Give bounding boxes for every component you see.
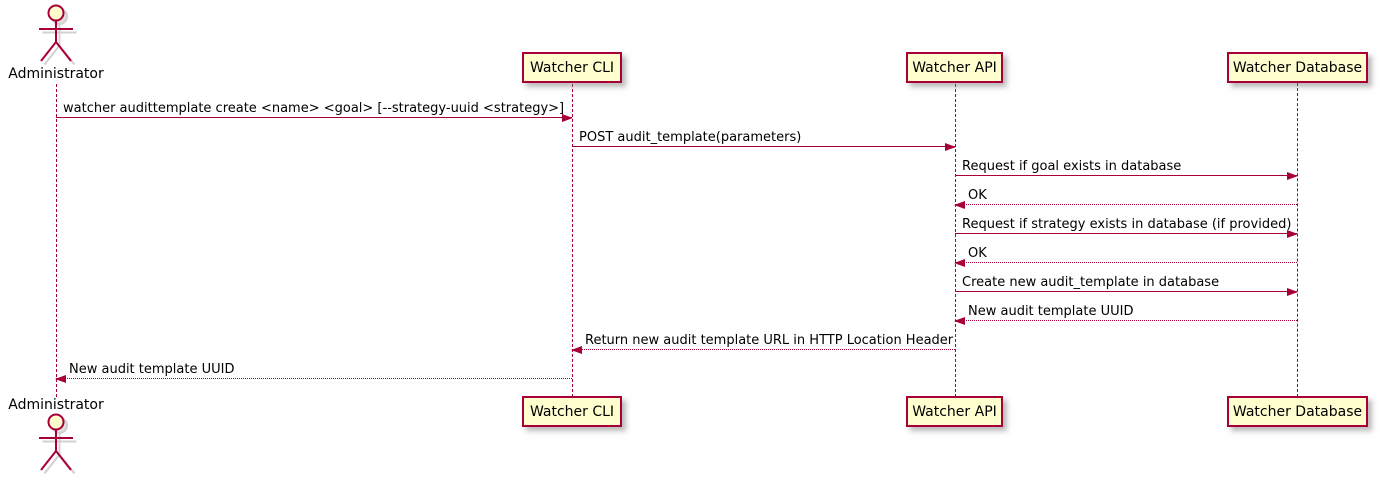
message-arrow [954,317,1297,325]
message-label: New audit template UUID [968,304,1134,319]
message-label: POST audit_template(parameters) [579,130,802,145]
message-label: New audit template UUID [69,362,235,377]
message-post-audit-template: POST audit_template(parameters) [572,130,956,151]
message-label: OK [968,188,987,203]
message-arrow [571,346,955,354]
participant-watcher-database-bottom: Watcher Database [1227,396,1368,427]
participant-watcher-api-bottom: Watcher API [906,396,1003,427]
message-arrow [954,259,1297,267]
message-request-goal-exists: Request if goal exists in database [955,159,1298,180]
message-label: Create new audit_template in database [962,275,1220,290]
message-return-url-location-header: Return new audit template URL in HTTP Lo… [571,333,955,354]
participant-watcher-cli-top: Watcher CLI [522,52,622,83]
message-ok-strategy: OK [954,246,1297,267]
message-label: OK [968,246,987,261]
message-ok-goal: OK [954,188,1297,209]
lifeline-watcher-cli [572,84,573,397]
participant-administrator-bottom-label: Administrator [8,397,104,413]
lifeline-watcher-api [955,84,956,397]
lifeline-administrator [56,84,57,397]
message-arrow [572,143,956,151]
actor-stick-figure-icon [39,413,77,474]
participant-administrator-top-label: Administrator [8,66,104,82]
participant-watcher-api-top: Watcher API [906,52,1003,83]
message-label: Return new audit template URL in HTTP Lo… [585,333,954,348]
lifeline-watcher-database [1297,83,1298,397]
message-arrow [56,114,573,122]
message-new-uuid-admin: New audit template UUID [55,362,572,383]
message-create-audit-template: Create new audit_template in database [955,275,1298,296]
message-cli-create: watcher audittemplate create <name> <goa… [56,101,573,122]
message-request-strategy-exists: Request if strategy exists in database (… [955,217,1298,238]
message-arrow [955,172,1298,180]
message-arrow [955,288,1298,296]
message-new-uuid-db: New audit template UUID [954,304,1297,325]
participant-label: Watcher Database [1232,59,1363,76]
message-label: Request if goal exists in database [962,159,1182,174]
message-label: Request if strategy exists in database (… [962,217,1292,232]
message-arrow [955,230,1298,238]
message-arrow [954,201,1297,209]
message-arrow [55,375,572,383]
message-label: watcher audittemplate create <name> <goa… [63,101,565,116]
participant-label: Watcher API [912,59,997,76]
participant-label: Watcher CLI [529,59,615,76]
participant-watcher-cli-bottom: Watcher CLI [522,396,622,427]
actor-stick-figure-icon [39,4,77,65]
participant-label: Watcher API [912,403,997,420]
participant-label: Watcher CLI [529,403,615,420]
participant-watcher-database-top: Watcher Database [1227,52,1368,83]
participant-label: Watcher Database [1232,403,1363,420]
